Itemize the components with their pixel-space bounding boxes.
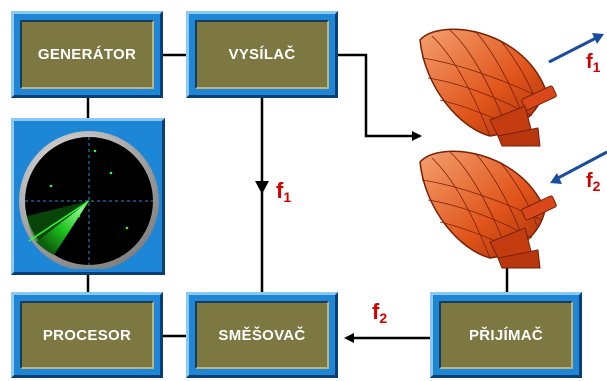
freq-f2-sub: 2	[592, 178, 601, 194]
line-transmitter-antenna	[338, 53, 422, 141]
freq-label-f1-line: f1	[276, 178, 292, 205]
freq-label-f2-line: f2	[372, 299, 388, 326]
transmit-wave-arrow	[548, 33, 604, 64]
generator-label: GENERÁTOR	[20, 20, 154, 89]
freq-f2-line-base: f	[372, 299, 380, 324]
generator-block: GENERÁTOR	[11, 11, 163, 98]
freq-f1-sub: 1	[592, 59, 601, 75]
dish-antenna-icon	[419, 28, 557, 147]
processor-block: PROCESOR	[11, 292, 163, 378]
transmitter-label: VYSÍLAČ	[195, 20, 329, 89]
mixer-block: SMĚŠOVAČ	[186, 292, 338, 378]
receive-wave-arrow	[550, 150, 607, 184]
dish-antenna-icon	[419, 150, 557, 269]
radar-display	[11, 118, 165, 275]
mixer-label: SMĚŠOVAČ	[195, 301, 329, 369]
freq-f1-base: f	[586, 51, 593, 73]
transmitter-block: VYSÍLAČ	[186, 11, 338, 98]
receiver-label: PŘIJÍMAČ	[439, 301, 573, 369]
processor-label: PROCESOR	[20, 301, 154, 369]
freq-f2-line-sub: 2	[379, 310, 388, 326]
freq-f2-base: f	[586, 170, 593, 192]
freq-f1-line-sub: 1	[283, 189, 292, 205]
freq-label-f2-rx: f2	[586, 171, 600, 193]
arrow-down-f1	[255, 181, 269, 194]
receiver-block: PŘIJÍMAČ	[430, 292, 582, 378]
radar-scope-icon	[17, 124, 159, 269]
freq-f1-line-base: f	[276, 178, 284, 203]
freq-label-f1-tx: f1	[586, 52, 600, 74]
